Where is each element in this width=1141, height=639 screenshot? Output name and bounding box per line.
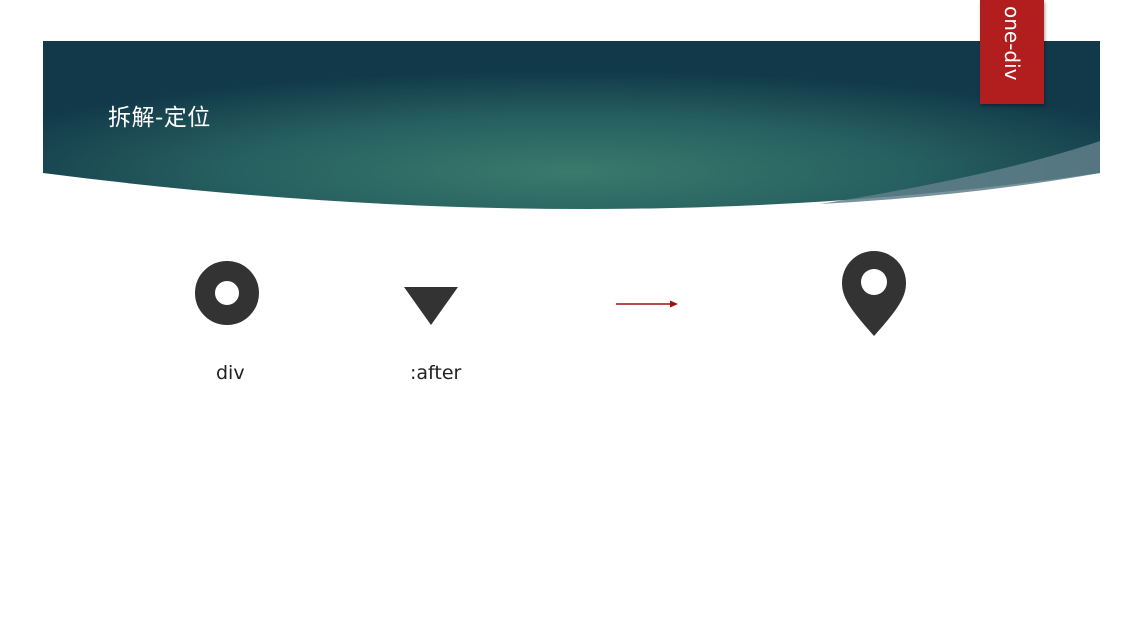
part-label-after: :after	[410, 362, 462, 384]
corner-tag-label: one-div	[1000, 6, 1024, 81]
ring-circle-icon	[195, 261, 259, 325]
right-arrow-icon	[616, 300, 678, 308]
header-banner	[43, 41, 1100, 209]
corner-tag: one-div	[980, 0, 1044, 104]
slide-title: 拆解-定位	[108, 105, 211, 131]
part-label-div: div	[216, 362, 245, 384]
map-pin-icon	[842, 251, 906, 336]
down-triangle-icon	[404, 287, 458, 325]
